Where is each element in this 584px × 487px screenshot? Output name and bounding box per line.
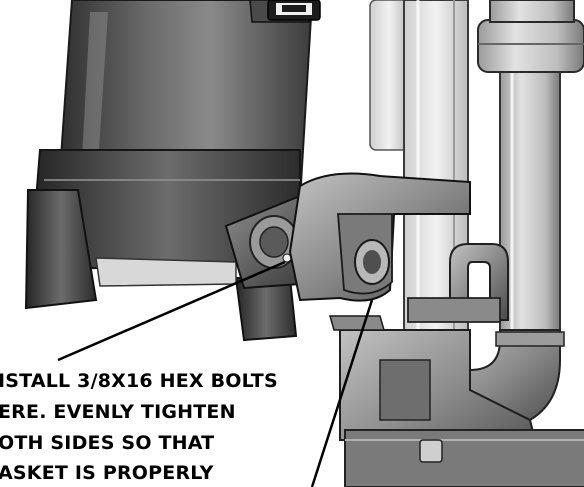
callout-line-2: ERE. EVENLY TIGHTEN [0, 401, 236, 423]
leader-line-flange-bolts [57, 260, 286, 362]
leader-line-gasket [310, 299, 374, 487]
pump-label-plate [267, 0, 321, 21]
rail-hook-bracket [407, 243, 509, 323]
pump-foot-left [24, 189, 98, 310]
callout-line-3: OTH SIDES SO THAT [0, 432, 215, 454]
base-stand [339, 329, 584, 487]
discharge-pipe [499, 69, 561, 341]
callout-line-1: ISTALL 3/8X16 HEX BOLTS [0, 370, 278, 392]
callout-line-4: ASKET IS PROPERLY [0, 462, 214, 484]
sliding-bracket [288, 172, 471, 331]
pump-inlet-strainer [95, 257, 237, 287]
pipe-coupling [477, 0, 584, 73]
base-bolt [419, 439, 443, 463]
guide-rail-back [369, 0, 409, 151]
